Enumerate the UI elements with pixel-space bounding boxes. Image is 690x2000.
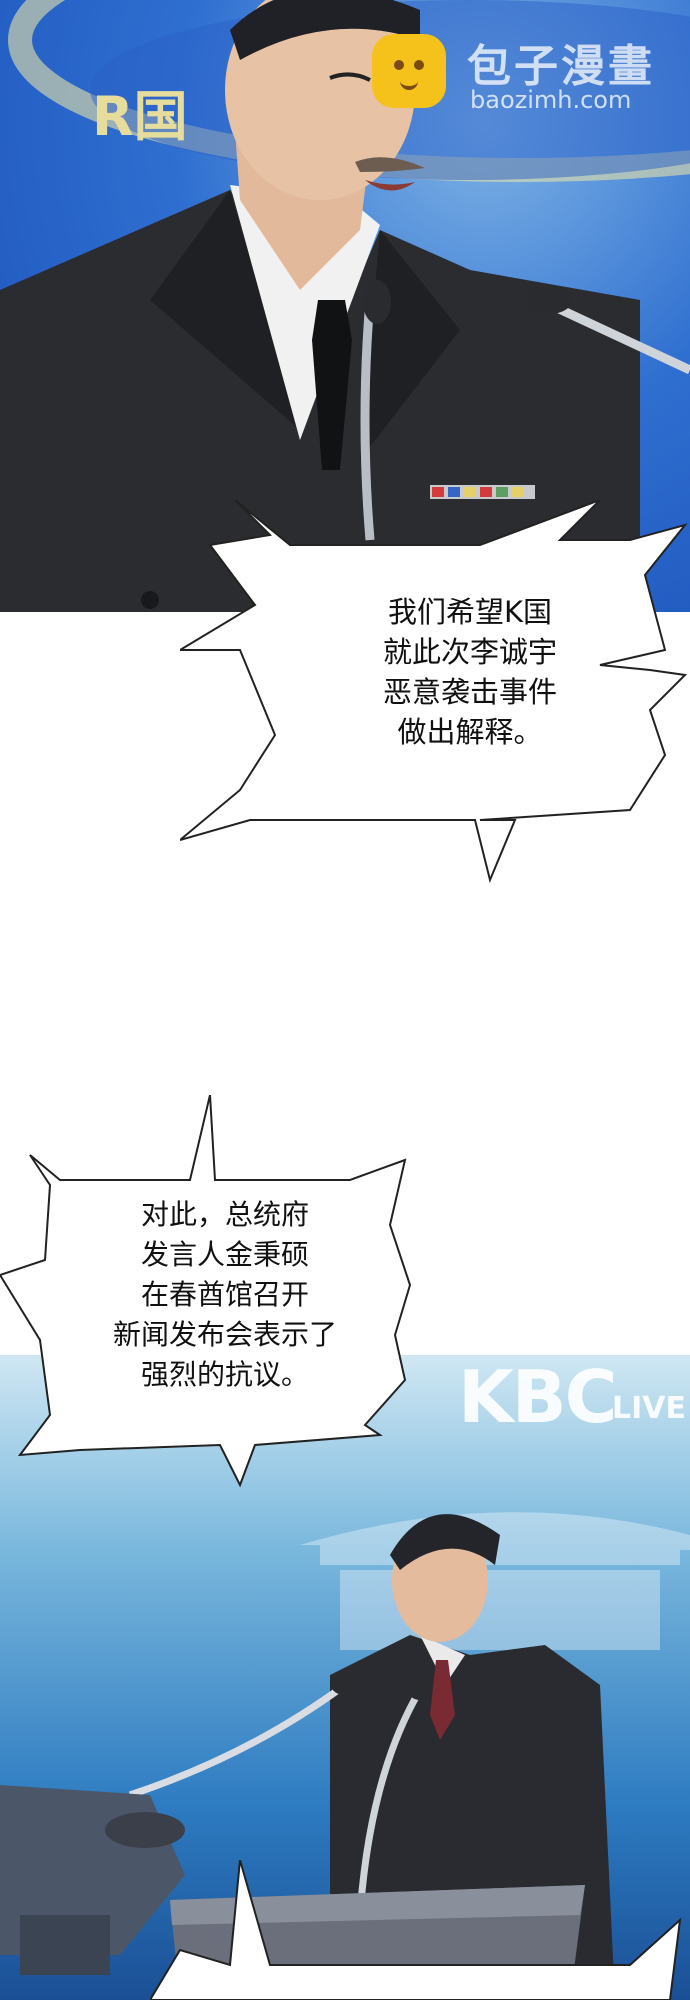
narration-line: 在春酋馆召开 <box>140 1278 309 1311</box>
speech-line: 恶意袭击事件 <box>382 675 557 709</box>
narration-line: 对此，总统府 <box>140 1198 309 1231</box>
bun-logo-icon <box>372 34 446 108</box>
broadcaster-logo: KBC <box>458 1355 618 1439</box>
watermark-url: baozimh.com <box>470 86 632 114</box>
narration-line: 发言人金秉硕 <box>140 1238 309 1271</box>
spokesman-illustration <box>0 1512 690 2000</box>
panel-officer: R国 <box>0 0 690 612</box>
narration-text: 对此，总统府 发言人金秉硕 在春酋馆召开 新闻发布会表示了 强烈的抗议。 <box>60 1195 390 1395</box>
narration-line: 新闻发布会表示了 <box>112 1318 337 1351</box>
speech-bubble-spokesman-partial <box>150 1860 682 2000</box>
watermark-name: 包子漫畫 <box>467 41 655 92</box>
live-tag: LIVE <box>612 1391 686 1426</box>
narration-bubble <box>0 1095 412 1488</box>
narration-line: 强烈的抗议。 <box>140 1358 309 1391</box>
speech-bubble-officer <box>180 500 688 884</box>
panel-press-conference: KBC LIVE <box>0 1355 690 2000</box>
flag-text: R国 <box>92 85 188 148</box>
officer-illustration <box>0 0 690 612</box>
speech-text-officer: 我们希望K国 就此次李诚宇 恶意袭击事件 做出解释。 <box>300 592 640 752</box>
speech-line: 我们希望K国 <box>387 595 553 629</box>
speech-line: 就此次李诚宇 <box>382 635 557 669</box>
watermark: 包子漫畫 baozimh.com <box>372 30 682 120</box>
speech-line: 做出解释。 <box>397 715 543 749</box>
